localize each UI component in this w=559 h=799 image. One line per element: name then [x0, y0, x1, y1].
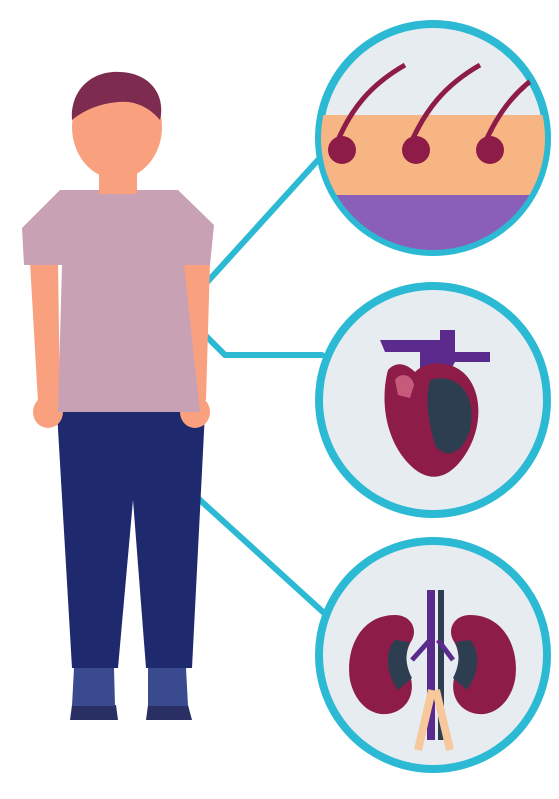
pants	[57, 412, 205, 668]
left-arm	[30, 262, 60, 402]
left-shoe	[70, 705, 118, 720]
skin-callout	[300, 20, 559, 256]
right-shoe	[146, 705, 192, 720]
heart-callout	[315, 282, 551, 518]
connector-skin	[200, 160, 318, 290]
human-figure	[22, 72, 214, 720]
kidneys-callout	[315, 537, 551, 773]
